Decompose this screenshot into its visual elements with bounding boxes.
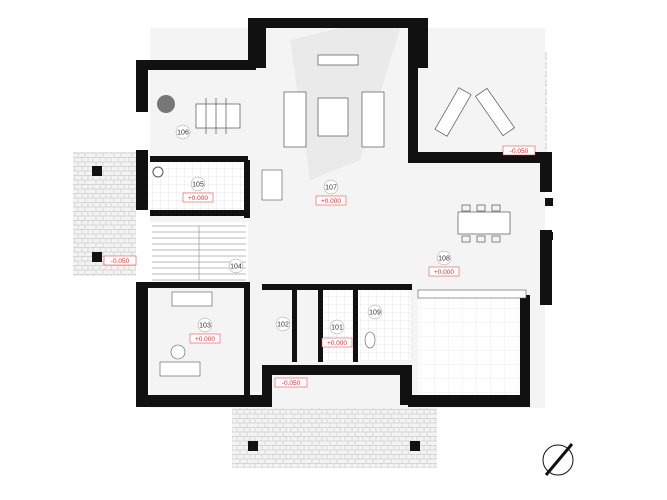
room-number: 102 bbox=[277, 322, 289, 329]
kitchen-counter bbox=[417, 289, 527, 299]
stair-treads bbox=[152, 225, 246, 281]
plant bbox=[157, 95, 175, 113]
room-number: 101 bbox=[331, 325, 343, 332]
sofa-set bbox=[283, 54, 385, 148]
plant-2 bbox=[152, 166, 164, 178]
room-number: 105 bbox=[192, 182, 204, 189]
room-label-102: 102 bbox=[275, 316, 291, 332]
sun-loungers bbox=[434, 87, 515, 137]
toilet bbox=[364, 331, 376, 349]
room-number: 103 bbox=[199, 323, 211, 330]
room-label-109: 109 bbox=[367, 304, 383, 320]
floor-level: +0.000 bbox=[321, 198, 341, 205]
room-label-105: 105 +0.000 bbox=[182, 176, 214, 203]
room-label-106: 106 bbox=[175, 124, 191, 140]
room-label-103: 103 +0.000 bbox=[189, 317, 221, 344]
floor-level: +0.000 bbox=[195, 336, 215, 343]
floor-level: +0.000 bbox=[188, 195, 208, 202]
room-label-104: 104 bbox=[228, 258, 244, 274]
sofa-103 bbox=[171, 291, 213, 307]
desk bbox=[159, 361, 201, 377]
compass-north-icon bbox=[542, 443, 574, 476]
terrace-level: -0.050 bbox=[111, 258, 130, 265]
walls bbox=[136, 18, 553, 407]
room-number: 109 bbox=[369, 310, 381, 317]
office-chair bbox=[170, 344, 186, 360]
floor-room-108-kitchen-tiles bbox=[418, 290, 526, 398]
room-label-108: 108 +0.000 bbox=[428, 250, 460, 277]
room-number: 107 bbox=[325, 185, 337, 192]
room-number: 108 bbox=[438, 256, 450, 263]
dining-table bbox=[457, 204, 511, 243]
terrace-west bbox=[73, 152, 136, 276]
foosball-table bbox=[195, 98, 241, 134]
terrace-level: -0.050 bbox=[282, 380, 301, 387]
room-number: 104 bbox=[230, 264, 242, 271]
terrace-level: -0.050 bbox=[510, 148, 529, 155]
room-label-101: 101 +0.000 bbox=[321, 319, 353, 348]
fireplace bbox=[261, 169, 283, 201]
room-label-107: 107 +0.000 bbox=[315, 179, 347, 206]
room-number: 106 bbox=[177, 130, 189, 137]
terrace-level-w: -0.050 bbox=[103, 255, 137, 266]
terrace-level-ne: -0.050 bbox=[502, 145, 536, 156]
floor-level: +0.000 bbox=[327, 340, 347, 347]
terrace-level-s: -0.050 bbox=[274, 377, 308, 388]
floor-level: +0.000 bbox=[434, 269, 454, 276]
